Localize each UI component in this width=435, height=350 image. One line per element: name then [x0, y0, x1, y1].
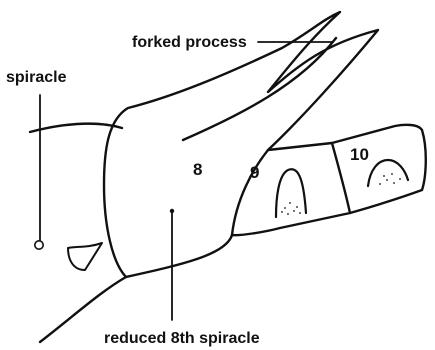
spiracle-label: spiracle	[6, 69, 67, 86]
segment-9-outline	[232, 143, 350, 235]
segment-10-number: 10	[350, 145, 369, 164]
segment-8-number: 8	[193, 160, 202, 179]
segment-10-lobe	[368, 160, 408, 186]
segment-9-lobe	[276, 169, 306, 217]
fork-inner-line	[183, 38, 336, 140]
segment-8-outline	[104, 12, 378, 277]
reduced-spiracle-dot	[170, 209, 174, 213]
forked-process-label: forked process	[132, 34, 247, 51]
segment-9-number: 9	[250, 163, 259, 182]
body-top-outline	[30, 124, 122, 132]
spiracle-opening	[35, 241, 43, 249]
cercus-stub	[68, 243, 102, 270]
reduced-spiracle-label: reduced 8th spiracle	[104, 330, 260, 347]
